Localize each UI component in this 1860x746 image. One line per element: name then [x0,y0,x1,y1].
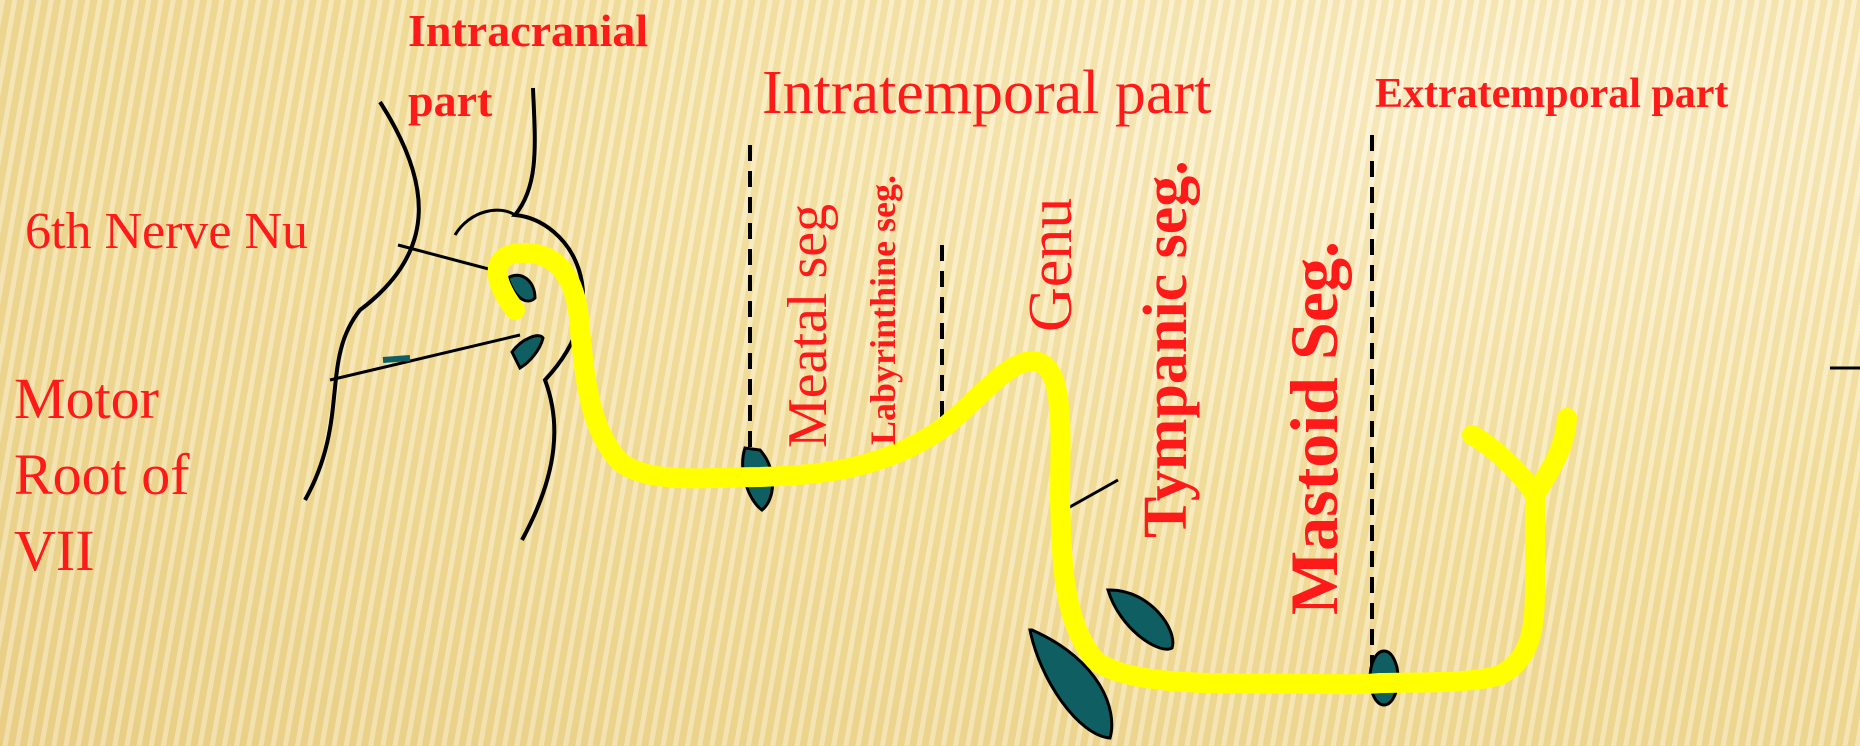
tympanic-ossicle-small [1105,588,1175,651]
tympanic-pointer-line [1067,478,1119,510]
motor-nucleus [510,334,545,371]
sixth-nerve-pointer-line [397,243,501,274]
tympanic-ossicle-large [1028,628,1114,740]
extratemporal-label: Extratemporal part [1375,71,1729,117]
motor-root-fibre [382,355,411,363]
motor-root-label-line1: Motor [14,366,159,431]
tympanic-segment-label: Tympanic seg. [1132,160,1200,538]
motor-root-pointer-line [329,333,521,382]
labyrinthine-segment-label: Labyrinthine seg. [863,174,903,445]
intratemporal-label: Intratemporal part [762,59,1212,127]
meatal-segment-label: Meatal seg [777,203,839,448]
motor-root-label-line2: Root of [14,442,190,507]
intracranial-label-line2: part [408,75,493,126]
mastoid-segment-label: Mastoid Seg. [1276,241,1352,615]
brainstem-outline-left [303,100,421,501]
genu-label: Genu [1017,197,1085,332]
sixth-nerve-nucleus [506,273,537,303]
intracranial-label-line1: Intracranial [408,5,649,56]
sixth-nerve-label: 6th Nerve Nu [25,203,309,260]
pons-notch [453,208,516,236]
facial-nerve-path [487,242,1577,695]
brainstem-outline-right [511,87,585,541]
motor-root-label-line3: VII [14,518,95,583]
